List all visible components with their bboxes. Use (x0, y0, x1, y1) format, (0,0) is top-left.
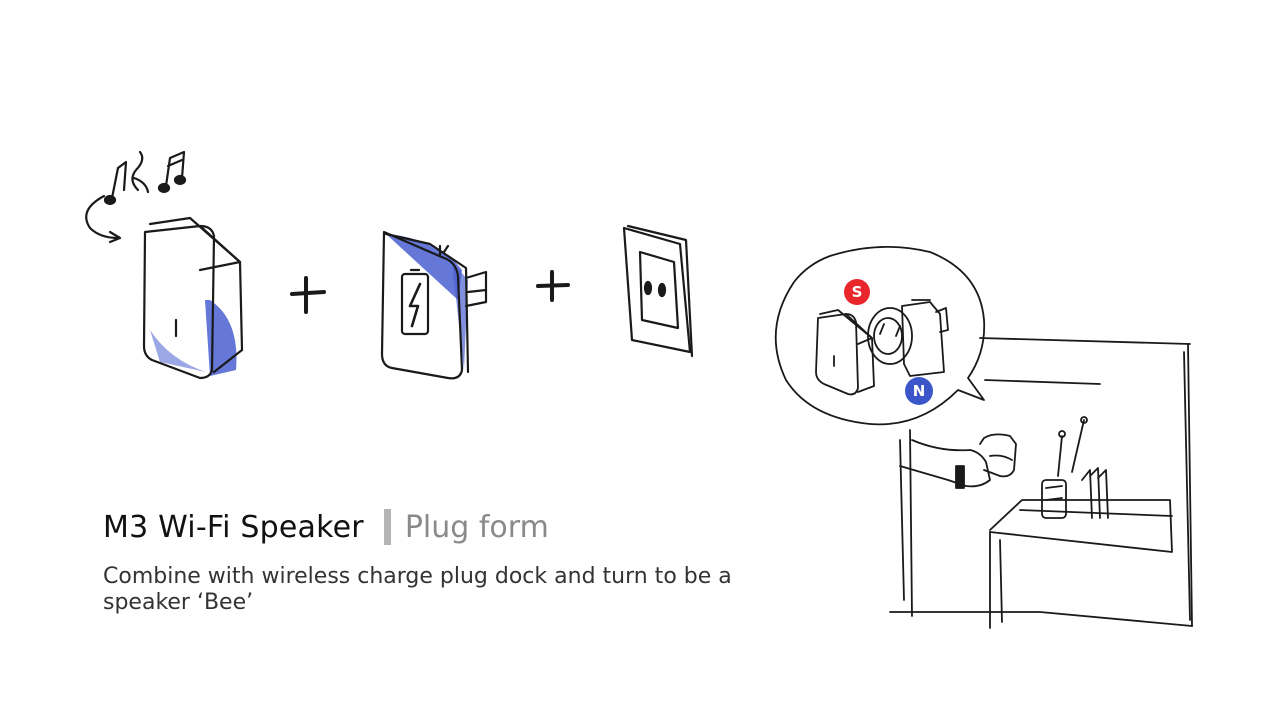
svg-text:S: S (852, 283, 863, 301)
speaker-cube-sketch (144, 218, 242, 378)
slide-title: M3 Wi-Fi Speaker (103, 510, 364, 545)
title-row: M3 Wi-Fi Speaker Plug form (103, 505, 549, 549)
magnet-north-badge: N (905, 377, 933, 405)
magnify-bubble (776, 247, 984, 425)
charge-plug-dock-sketch (382, 232, 486, 378)
title-divider (384, 509, 391, 545)
plus-sign-2-icon (538, 272, 568, 300)
plus-sign-1-icon (292, 278, 324, 312)
magnet-south-badge: S (844, 279, 870, 305)
music-notes-icon (105, 152, 185, 204)
room-scene-sketch (890, 338, 1192, 628)
svg-text:N: N (913, 382, 926, 400)
slide-description: Combine with wireless charge plug dock a… (103, 564, 783, 616)
wall-socket-sketch (624, 226, 692, 356)
slide-subtitle: Plug form (405, 510, 549, 545)
